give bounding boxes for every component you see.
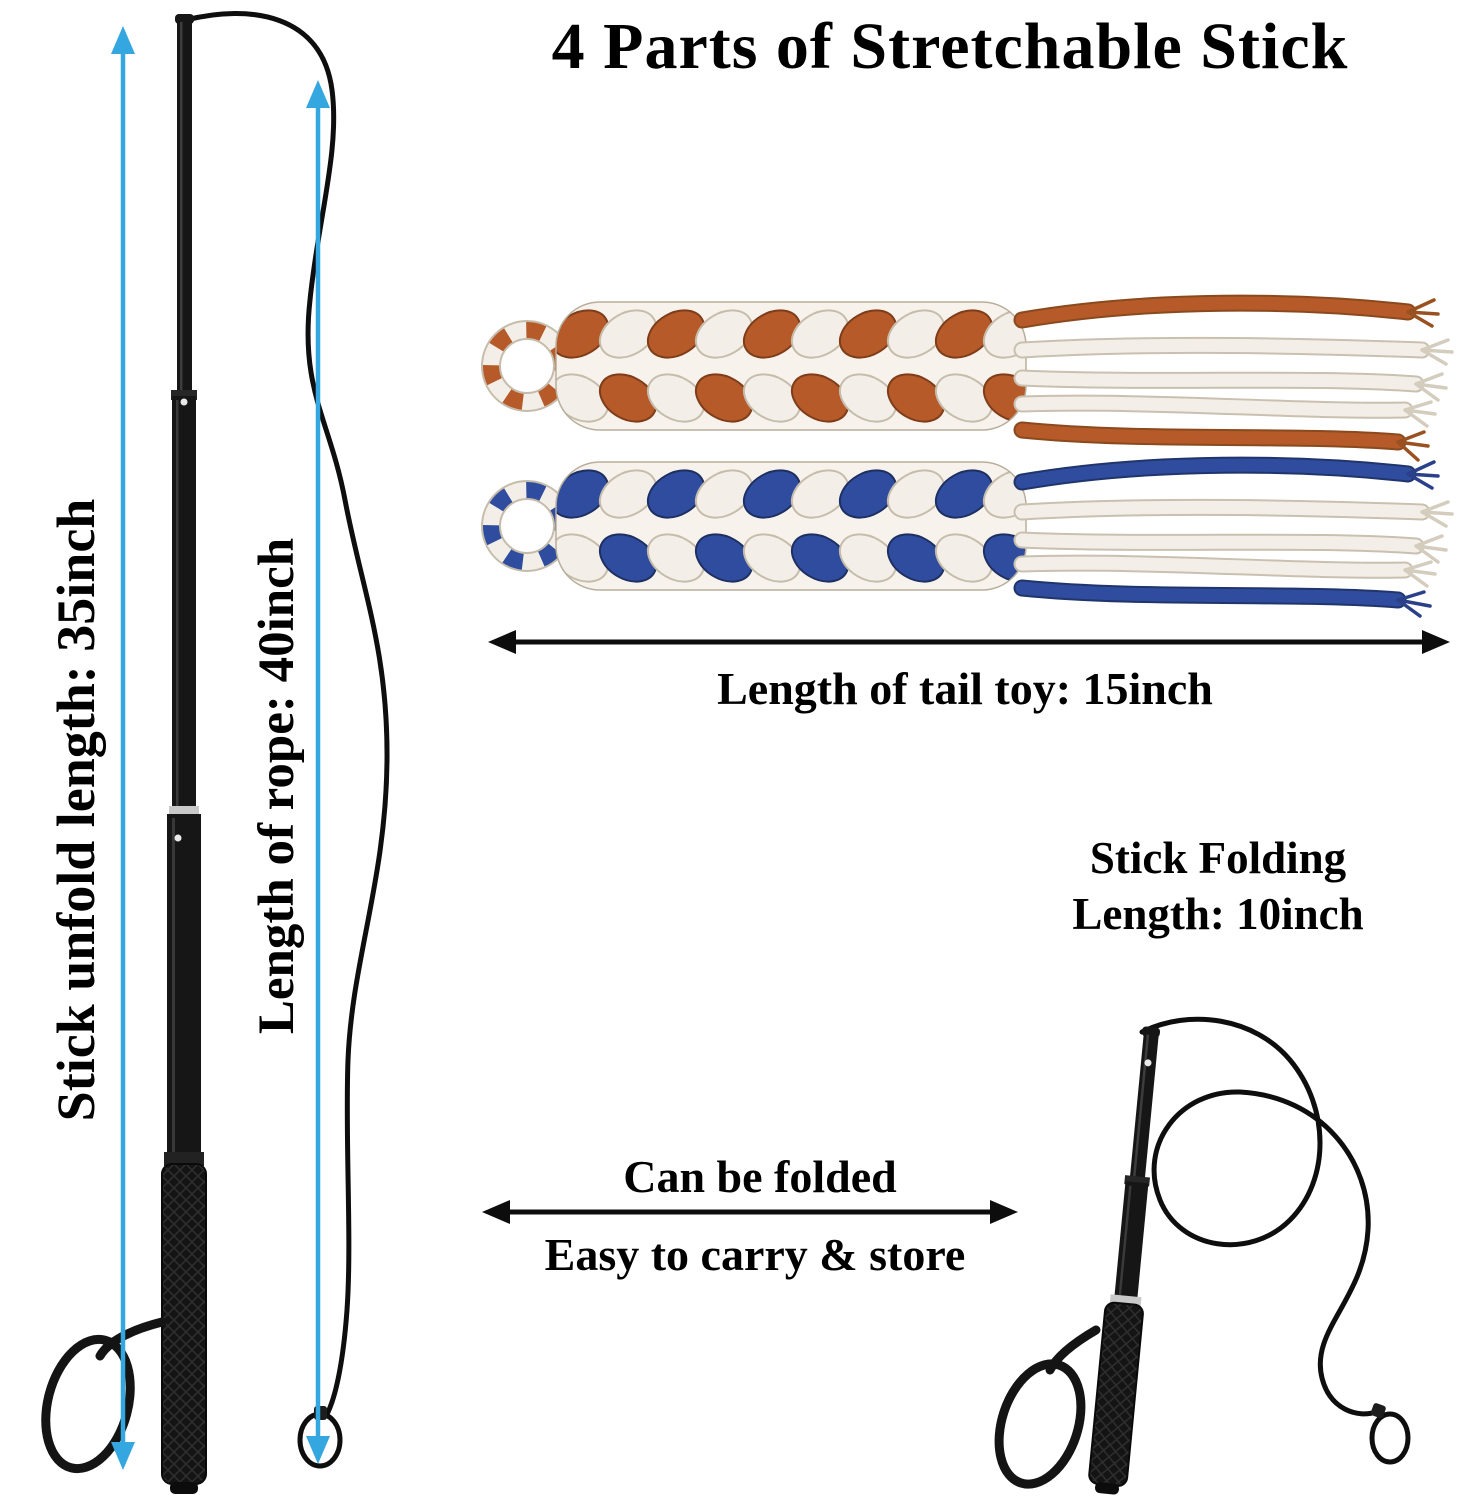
telescopic-stick [161,14,207,1494]
frayed-ends-blue [1396,460,1454,618]
tail-toy-measure-arrow [488,630,1450,654]
unfold-measure-arrow [111,26,135,1470]
tail-toy-blue-white [481,456,1454,618]
rope-length-label: Length of rope: 40inch [249,537,305,1035]
stick-unfold-length-label: Stick unfold length: 35inch [46,498,106,1122]
folded-wrist-strap [994,1325,1101,1489]
coiled-rope [1139,1016,1411,1465]
folded-stick [1088,1026,1161,1495]
folded-note-line1: Can be folded [623,1151,897,1202]
page-title: 4 Parts of Stretchable Stick [551,10,1349,83]
folded-measure-arrow [482,1200,1018,1224]
wrist-strap [41,1317,167,1474]
tail-toy-orange-white [481,294,1454,462]
frayed-ends-orange [1396,298,1454,462]
folded-note-line2: Easy to carry & store [544,1229,966,1280]
stick-folding-label-line2: Length: 10inch [1072,889,1364,940]
stick-folding-label: Stick Folding Length: 10inch [1018,830,1418,943]
stick-folding-label-line1: Stick Folding [1089,833,1347,883]
rope-measure-arrow [306,80,330,1464]
tail-toy-length-label: Length of tail toy: 15inch [717,663,1213,714]
